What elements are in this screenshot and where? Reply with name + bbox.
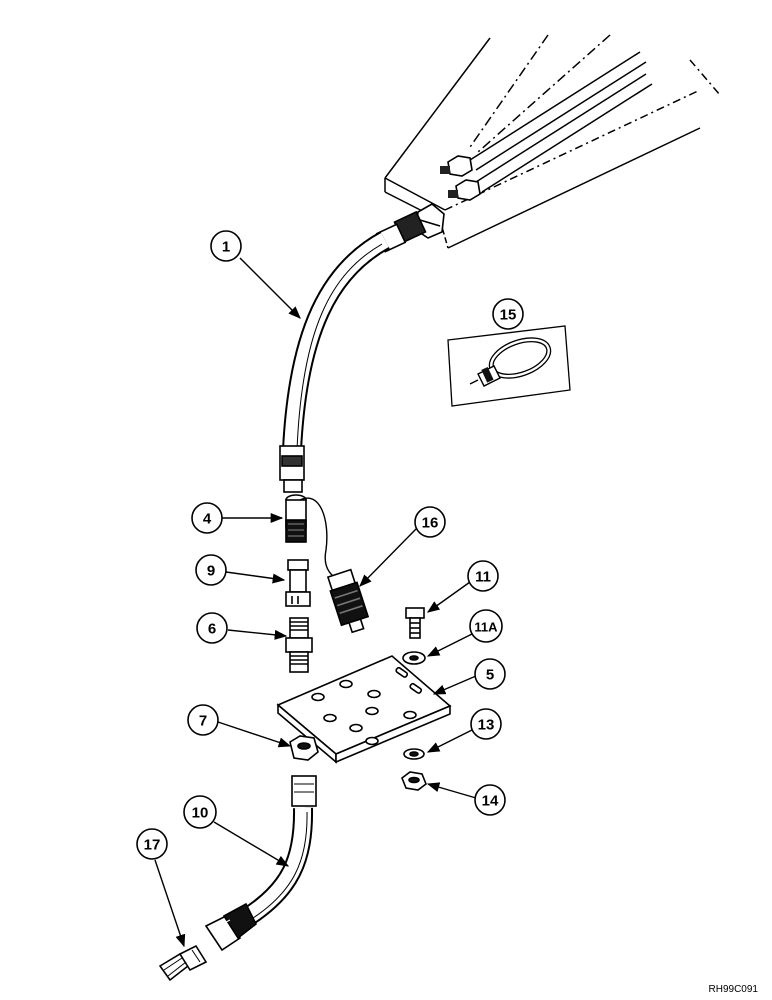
part-16-plug bbox=[326, 568, 370, 634]
svg-text:1: 1 bbox=[222, 239, 230, 256]
svg-text:16: 16 bbox=[422, 515, 439, 532]
part-14-nut bbox=[401, 771, 427, 791]
leader-14 bbox=[426, 782, 477, 799]
part-13-washer bbox=[403, 748, 425, 760]
callout-15: 15 bbox=[492, 298, 524, 330]
part-4-coupler bbox=[285, 494, 307, 543]
svg-text:11: 11 bbox=[475, 569, 491, 586]
callout-9: 9 bbox=[195, 554, 227, 586]
leader-16 bbox=[359, 527, 418, 587]
callout-17: 17 bbox=[136, 828, 168, 860]
svg-text:17: 17 bbox=[144, 837, 161, 854]
callout-14: 14 bbox=[474, 784, 506, 816]
svg-text:13: 13 bbox=[478, 717, 495, 734]
leader-1 bbox=[239, 257, 301, 319]
hose-1-lower-fitting bbox=[279, 445, 305, 493]
callout-11a: 11A bbox=[469, 609, 503, 643]
svg-text:10: 10 bbox=[192, 805, 209, 822]
hose-1 bbox=[282, 231, 390, 451]
callout-1: 1 bbox=[210, 230, 242, 262]
callout-13: 13 bbox=[470, 708, 502, 740]
callout-16: 16 bbox=[414, 506, 446, 538]
leader-11a bbox=[426, 633, 473, 657]
boom-structure bbox=[384, 34, 721, 249]
callout-5: 5 bbox=[474, 658, 506, 690]
leader-5 bbox=[432, 675, 477, 695]
callout-6: 6 bbox=[196, 612, 228, 644]
part-5-plate bbox=[276, 655, 452, 764]
leader-7 bbox=[217, 721, 292, 748]
part-6-bulkhead-fitting bbox=[285, 617, 313, 673]
callout-11: 11 bbox=[467, 560, 499, 592]
svg-text:15: 15 bbox=[500, 307, 517, 324]
part-9-adapter bbox=[285, 559, 311, 607]
part-17-adapter bbox=[158, 944, 208, 982]
hose-10 bbox=[240, 775, 317, 927]
leader-lines bbox=[154, 257, 477, 948]
leader-9 bbox=[225, 571, 286, 584]
svg-text:9: 9 bbox=[207, 563, 215, 580]
hose-10-lower-fitting bbox=[204, 902, 258, 952]
leader-11 bbox=[426, 581, 471, 613]
leader-17 bbox=[154, 859, 186, 948]
boom-tubes bbox=[469, 51, 653, 193]
part-15-inset bbox=[447, 325, 571, 407]
svg-text:5: 5 bbox=[486, 667, 494, 684]
callouts: 1 4 5 6 7 9 10 11 bbox=[136, 230, 524, 860]
callout-10: 10 bbox=[183, 795, 217, 829]
tube-fitting-upper bbox=[440, 155, 481, 201]
svg-text:11A: 11A bbox=[474, 620, 498, 635]
figure-reference: RH99C091 bbox=[709, 984, 759, 995]
svg-text:4: 4 bbox=[203, 511, 212, 528]
leader-6 bbox=[227, 629, 288, 640]
part-7-nut bbox=[289, 735, 319, 761]
svg-text:6: 6 bbox=[208, 621, 216, 638]
svg-text:7: 7 bbox=[199, 713, 207, 730]
callout-4: 4 bbox=[191, 502, 223, 534]
leader-10 bbox=[213, 821, 290, 867]
callout-7: 7 bbox=[187, 704, 219, 736]
part-11a-washer bbox=[402, 651, 426, 665]
part-11-bolt bbox=[405, 607, 425, 639]
leader-13 bbox=[426, 729, 473, 753]
svg-text:14: 14 bbox=[482, 793, 499, 810]
